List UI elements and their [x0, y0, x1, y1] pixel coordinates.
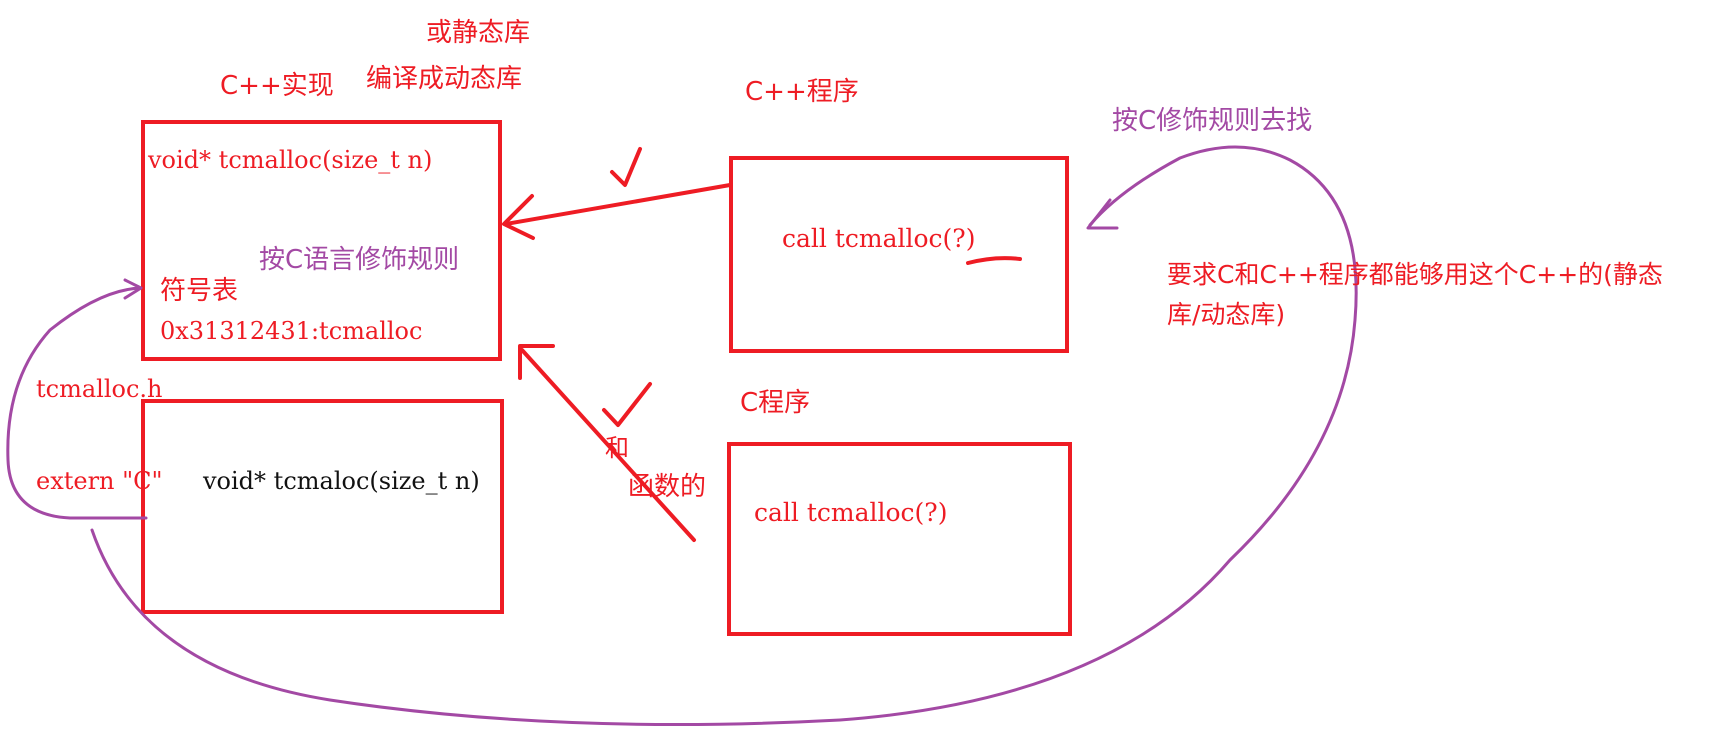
c-call-arrow: [520, 348, 696, 542]
cpp-call-arrow: [504, 183, 732, 226]
symbol-table-label: 符号表: [160, 276, 239, 306]
cpp-call-arrowhead: [502, 194, 535, 240]
symbol-entry: 0x31312431:tcmalloc: [160, 317, 423, 345]
requirement-line-2: 库/动态库): [1167, 300, 1286, 329]
left-loop-curve: [6, 286, 148, 520]
c-program-label: C程序: [740, 388, 811, 418]
or-static-library-label: 或静态库: [426, 18, 531, 48]
cpp-implementation-label: C++实现: [220, 71, 334, 101]
cpp-call-statement: call tcmalloc(?): [782, 224, 976, 253]
partial-character: 和: [605, 434, 629, 462]
check-mark-top: [610, 147, 642, 187]
left-loop-arrowhead: [123, 278, 143, 300]
extern-c-keyword: extern "C": [36, 467, 163, 495]
big-loop-curve: [90, 145, 1358, 726]
c-call-statement: call tcmalloc(?): [754, 498, 948, 527]
by-c-language-rule-label: 按C语言修饰规则: [259, 245, 460, 275]
find-by-c-rule-label: 按C修饰规则去找: [1112, 106, 1313, 136]
question-underline: [966, 256, 1022, 265]
cpp-program-label: C++程序: [745, 77, 859, 107]
header-file-box: [141, 399, 504, 614]
cpp-program-box: [729, 156, 1069, 353]
extern-signature: void* tcmaloc(size_t n): [203, 467, 480, 495]
cpp-implementation-box: [141, 120, 502, 361]
requirement-line-1: 要求C和C++程序都能够用这个C++的(静态: [1167, 260, 1663, 289]
compile-dynamic-library-label: 编译成动态库: [366, 64, 523, 94]
big-loop-arrowhead: [1086, 198, 1119, 230]
c-call-arrowhead: [518, 344, 555, 380]
impl-signature: void* tcmalloc(size_t n): [148, 146, 433, 174]
header-file-name: tcmalloc.h: [36, 375, 163, 403]
c-program-box: [727, 442, 1072, 636]
check-mark-bottom: [602, 382, 652, 427]
partial-text: 函数的: [628, 472, 707, 502]
